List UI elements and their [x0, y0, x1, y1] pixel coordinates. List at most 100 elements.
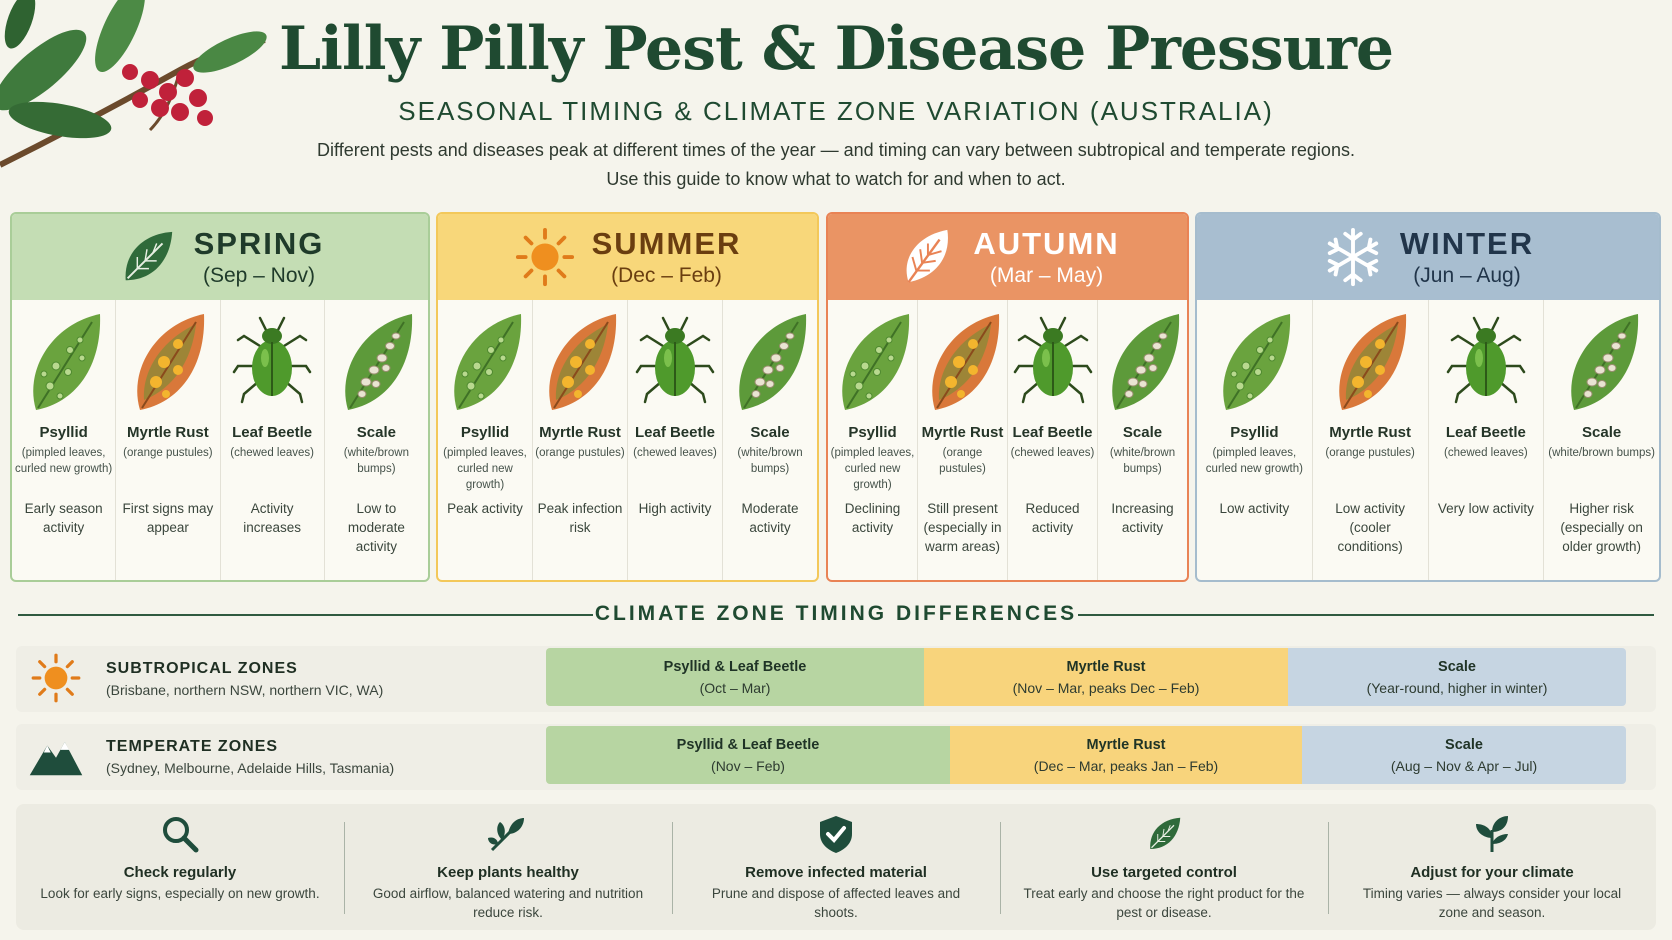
psyllid-leaf-icon: [1212, 310, 1296, 418]
bar-months: (Nov – Mar, peaks Dec – Feb): [1012, 679, 1200, 696]
tip-title: Keep plants healthy: [437, 864, 579, 881]
intro-text: Different pests and diseases peak at dif…: [0, 136, 1672, 194]
pest-symptom: (white/brown bumps): [737, 447, 803, 475]
autumn-leaf-icon: [895, 226, 957, 288]
pest-card: Scale(white/brown bumps)Increasing activ…: [1098, 300, 1187, 580]
bar-months: (Nov – Feb): [711, 757, 785, 774]
divider-left: [18, 614, 593, 616]
pest-symptom: (white/brown bumps): [1109, 447, 1176, 475]
pest-symptom: (orange pustules): [123, 447, 213, 459]
season-panel-summer: SUMMER (Dec – Feb) Psyllid(pimpled leaves,…: [436, 212, 819, 582]
scale-leaf-icon: [1560, 310, 1644, 418]
pest-activity: Peak infection risk: [537, 501, 623, 535]
tip-title: Adjust for your climate: [1410, 864, 1574, 881]
season-name: SUMMER: [591, 226, 742, 261]
psyllid-leaf-icon: [831, 310, 915, 418]
season-name: AUTUMN: [973, 226, 1120, 261]
pest-name: Scale: [356, 424, 396, 441]
psyllid-leaf-icon: [22, 310, 106, 418]
bar-pest: Myrtle Rust: [1086, 736, 1166, 753]
pest-name: Scale: [1122, 424, 1163, 441]
hero-header: Lilly Pilly Pest & Disease Pressure SEAS…: [0, 0, 1672, 200]
bar-months: (Oct – Mar): [699, 679, 771, 696]
beetle-icon: [1011, 310, 1095, 418]
pest-activity: Early season activity: [24, 501, 103, 535]
pest-card: Leaf Beetle(chewed leaves)Very low activ…: [1429, 300, 1545, 580]
beetle-icon: [633, 310, 717, 418]
pest-symptom: (chewed leaves): [633, 447, 717, 459]
lilly-pilly-sprig-icon: [0, 0, 267, 168]
pest-card: Psyllid (pimpled leaves, curled new growt…: [1197, 300, 1313, 580]
pest-activity: Very low activity: [1437, 501, 1534, 516]
zone-name: SUBTROPICAL ZONES: [106, 660, 298, 677]
timing-bar: Psyllid & Leaf Beetle(Nov – Feb): [546, 726, 950, 784]
bar-months: (Dec – Mar, peaks Jan – Feb): [1033, 757, 1219, 774]
pest-name: Psyllid: [848, 424, 897, 441]
mountain-icon: [28, 730, 88, 786]
pest-activity: Reduced activity: [1025, 501, 1080, 535]
season-months: (Dec – Feb): [611, 264, 722, 287]
pest-name: Psyllid: [1230, 424, 1279, 441]
pest-card: Myrtle Rust(orange pustules)Still presen…: [918, 300, 1008, 580]
bar-pest: Scale: [1438, 658, 1476, 675]
pest-symptom: (white/brown bumps): [343, 447, 409, 475]
pest-activity: Declining activity: [844, 501, 901, 535]
season-header-spring: SPRING(Sep – Nov): [12, 214, 428, 300]
magnifier-icon: [160, 817, 200, 858]
timing-bar: Psyllid & Leaf Beetle (Oct – Mar): [546, 648, 924, 706]
pest-name: Leaf Beetle: [1012, 424, 1093, 441]
intro-line-2: Use this guide to know what to watch for…: [606, 169, 1066, 189]
pest-card: Leaf Beetle(chewed leaves)High activity: [628, 300, 723, 580]
season-months: (Jun – Aug): [1413, 264, 1521, 287]
pest-symptom: (orange pustules): [1325, 447, 1415, 459]
timing-bar: Myrtle Rust (Nov – Mar, peaks Dec – Feb): [924, 648, 1288, 706]
pest-name: Myrtle Rust: [539, 424, 621, 441]
bar-pest: Psyllid & Leaf Beetle: [663, 658, 807, 675]
pest-name: Scale: [1582, 424, 1622, 441]
pest-card: Scale(white/brown bumps)Low to moderate …: [325, 300, 428, 580]
pest-symptom: (orange pustules): [939, 447, 986, 475]
shield-check-icon: [816, 816, 856, 858]
season-panel-winter: WINTER(Jun – Aug)Psyllid(pimpled leaves,…: [1195, 212, 1661, 582]
pest-name: Leaf Beetle: [1445, 424, 1526, 441]
leaf-icon: [116, 226, 178, 288]
season-panel-autumn: AUTUMN(Mar – May)Psyllid(pimpled leaves,…: [826, 212, 1189, 582]
pest-card: Scale(white/brown bumps)Higher risk (esp…: [1544, 300, 1659, 580]
rust-leaf-icon: [538, 310, 622, 418]
sun-icon: [514, 226, 576, 288]
sprout-icon: [1472, 816, 1512, 858]
climate-title: CLIMATE ZONE TIMING DIFFERENCES: [594, 602, 1078, 625]
pest-activity: High activity: [638, 501, 712, 516]
zone-row-subtropical: SUBTROPICAL ZONES(Brisbane, northern NSW…: [16, 646, 1656, 712]
pest-card: Myrtle Rust(orange pustules)First signs …: [116, 300, 221, 580]
intro-line-1: Different pests and diseases peak at dif…: [317, 140, 1355, 160]
rust-leaf-icon: [921, 310, 1005, 418]
season-header-summer: SUMMER (Dec – Feb): [438, 214, 817, 300]
bar-pest: Scale: [1445, 736, 1483, 753]
divider-right: [1078, 614, 1654, 616]
tip-text: Look for early signs, especially on new …: [40, 886, 320, 901]
tip-title: Use targeted control: [1091, 864, 1237, 881]
pest-card: Psyllid(pimpled leaves, curled new growt…: [12, 300, 117, 580]
pest-name: Leaf Beetle: [232, 424, 313, 441]
season-panel-spring: SPRING(Sep – Nov)Psyllid(pimpled leaves,…: [10, 212, 430, 582]
timing-bar: Myrtle Rust (Dec – Mar, peaks Jan – Feb): [950, 726, 1302, 784]
pest-activity: Higher risk (especially on older growth): [1560, 501, 1643, 554]
zone-row-temperate: TEMPERATE ZONES(Sydney, Melbourne, Adela…: [16, 724, 1656, 790]
pest-card: Leaf Beetle(chewed leaves)Activity incre…: [221, 300, 325, 580]
bar-pest: Myrtle Rust: [1066, 658, 1146, 675]
pest-symptom: (pimpled leaves, curled new growth): [1205, 447, 1303, 475]
pest-card: Leaf Beetle(chewed leaves)Reduced activi…: [1008, 300, 1098, 580]
scale-leaf-icon: [1101, 310, 1185, 418]
plant-icon: [488, 818, 528, 858]
season-months: (Sep – Nov): [202, 264, 316, 287]
snowflake-icon: [1322, 226, 1384, 288]
season-months: (Mar – May): [989, 264, 1104, 287]
pest-card: Psyllid(pimpled leaves, curled new growt…: [438, 300, 533, 580]
tip-text: Prune and dispose of affected leaves and…: [711, 886, 961, 920]
